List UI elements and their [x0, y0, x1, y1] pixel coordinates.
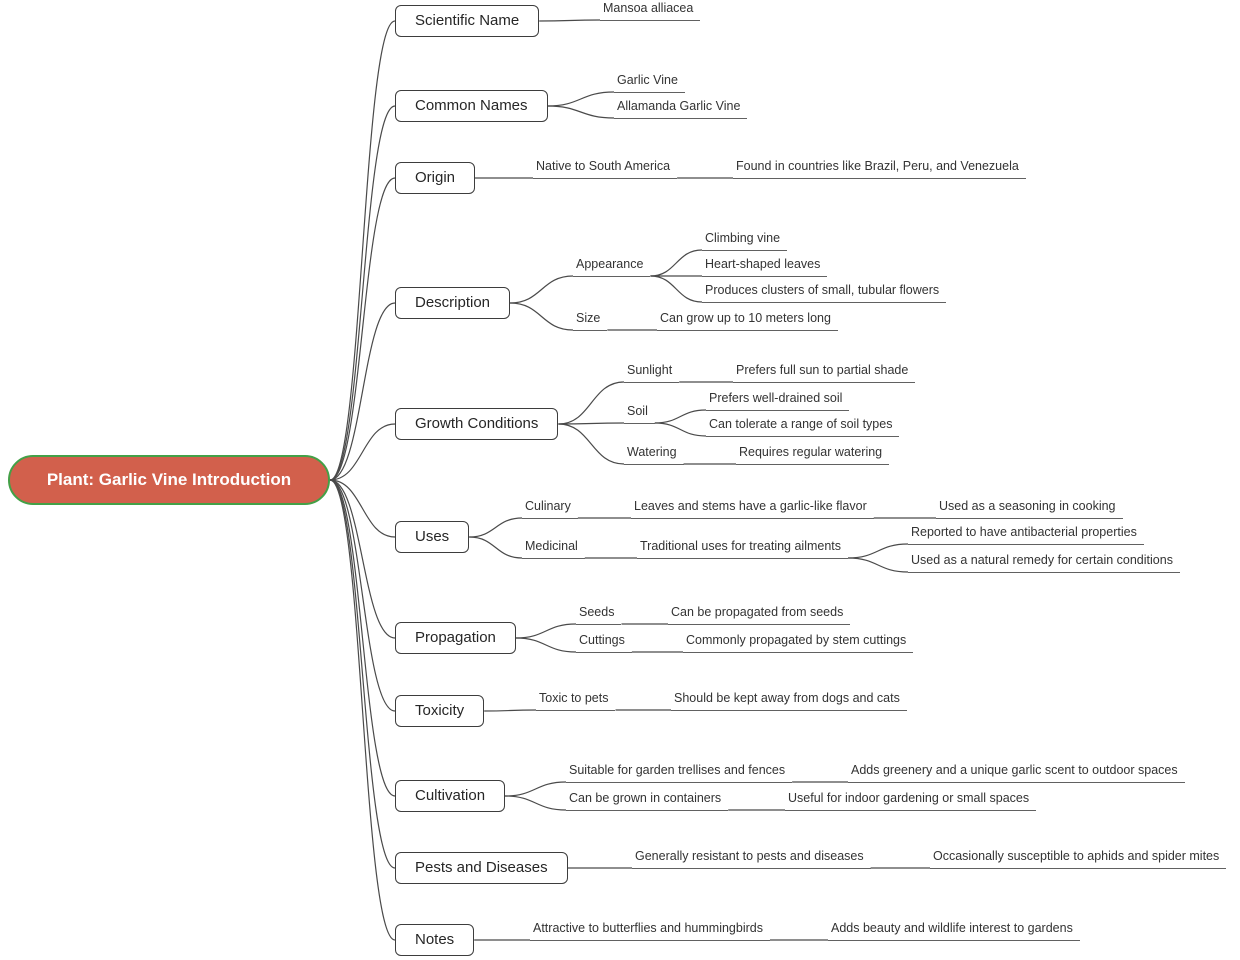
- link-path: [515, 637, 577, 653]
- branch-notes[interactable]: Notes: [395, 924, 475, 956]
- node-well-drained-soil[interactable]: Prefers well-drained soil: [706, 391, 850, 411]
- node-sunlight[interactable]: Sunlight: [624, 363, 680, 383]
- node-beauty-wildlife[interactable]: Adds beauty and wildlife interest to gar…: [828, 921, 1080, 941]
- node-soil[interactable]: Soil: [624, 404, 655, 424]
- link-path: [650, 249, 703, 277]
- branch-common-names[interactable]: Common Names: [395, 90, 548, 122]
- branch-cultivation[interactable]: Cultivation: [395, 780, 506, 812]
- node-trellises-fences[interactable]: Suitable for garden trellises and fences: [566, 763, 793, 783]
- branch-scientific-name[interactable]: Scientific Name: [395, 5, 540, 37]
- link-path: [484, 709, 537, 712]
- node-regular-watering[interactable]: Requires regular watering: [736, 445, 890, 465]
- node-medicinal[interactable]: Medicinal: [522, 539, 585, 559]
- node-soil-types[interactable]: Can tolerate a range of soil types: [706, 417, 900, 437]
- node-greenery-garlic-scent[interactable]: Adds greenery and a unique garlic scent …: [848, 763, 1185, 783]
- node-garlic-vine[interactable]: Garlic Vine: [614, 73, 685, 93]
- node-butterflies-hummingbirds[interactable]: Attractive to butterflies and hummingbir…: [530, 921, 770, 941]
- root-node[interactable]: Plant: Garlic Vine Introduction: [8, 455, 330, 505]
- branch-pests-diseases[interactable]: Pests and Diseases: [395, 852, 568, 884]
- node-resistant-pests-diseases[interactable]: Generally resistant to pests and disease…: [632, 849, 871, 869]
- node-propagated-from-seeds[interactable]: Can be propagated from seeds: [668, 605, 851, 625]
- branch-description[interactable]: Description: [395, 287, 511, 319]
- link-path: [329, 479, 396, 538]
- node-climbing-vine[interactable]: Climbing vine: [702, 231, 788, 251]
- link-path: [654, 409, 707, 424]
- branch-origin[interactable]: Origin: [395, 162, 476, 194]
- node-native-south-america[interactable]: Native to South America: [533, 159, 678, 179]
- node-allamanda-garlic-vine[interactable]: Allamanda Garlic Vine: [614, 99, 748, 119]
- link-path: [510, 302, 574, 331]
- link-path: [329, 423, 396, 481]
- node-indoor-gardening[interactable]: Useful for indoor gardening or small spa…: [785, 791, 1037, 811]
- link-path: [654, 422, 707, 437]
- branch-uses[interactable]: Uses: [395, 521, 470, 553]
- link-path: [547, 105, 615, 119]
- branch-toxicity[interactable]: Toxicity: [395, 695, 485, 727]
- link-path: [329, 479, 396, 639]
- node-antibacterial-properties[interactable]: Reported to have antibacterial propertie…: [908, 525, 1144, 545]
- link-path: [558, 422, 625, 425]
- link-path: [329, 20, 396, 481]
- branch-propagation[interactable]: Propagation: [395, 622, 516, 654]
- node-natural-remedy[interactable]: Used as a natural remedy for certain con…: [908, 553, 1180, 573]
- link-path: [329, 105, 396, 481]
- node-garlic-like-flavor[interactable]: Leaves and stems have a garlic-like flav…: [631, 499, 874, 519]
- link-path: [547, 91, 615, 107]
- link-path: [848, 543, 909, 559]
- link-path: [329, 479, 396, 869]
- node-appearance[interactable]: Appearance: [573, 257, 651, 277]
- node-seasoning-in-cooking[interactable]: Used as a seasoning in cooking: [936, 499, 1123, 519]
- link-path: [329, 479, 396, 797]
- link-path: [650, 275, 703, 303]
- node-culinary[interactable]: Culinary: [522, 499, 578, 519]
- node-toxic-to-pets[interactable]: Toxic to pets: [536, 691, 616, 711]
- link-path: [558, 423, 625, 465]
- node-full-sun-partial-shade[interactable]: Prefers full sun to partial shade: [733, 363, 916, 383]
- node-countries-brazil-peru-venezuela[interactable]: Found in countries like Brazil, Peru, an…: [733, 159, 1026, 179]
- node-aphids-spider-mites[interactable]: Occasionally susceptible to aphids and s…: [930, 849, 1227, 869]
- branch-growth-conditions[interactable]: Growth Conditions: [395, 408, 559, 440]
- node-keep-away-dogs-cats[interactable]: Should be kept away from dogs and cats: [671, 691, 907, 711]
- link-path: [329, 177, 396, 481]
- link-path: [329, 302, 396, 481]
- node-cuttings[interactable]: Cuttings: [576, 633, 632, 653]
- node-stem-cuttings[interactable]: Commonly propagated by stem cuttings: [683, 633, 914, 653]
- node-watering[interactable]: Watering: [624, 445, 684, 465]
- link-path: [510, 275, 574, 304]
- link-path: [469, 536, 523, 559]
- link-path: [469, 517, 523, 538]
- link-path: [505, 781, 567, 797]
- node-traditional-uses[interactable]: Traditional uses for treating ailments: [637, 539, 849, 559]
- link-path: [558, 381, 625, 425]
- link-path: [329, 479, 396, 712]
- node-tubular-flowers[interactable]: Produces clusters of small, tubular flow…: [702, 283, 947, 303]
- node-grow-10-meters[interactable]: Can grow up to 10 meters long: [657, 311, 838, 331]
- link-path: [848, 557, 909, 573]
- node-size[interactable]: Size: [573, 311, 608, 331]
- link-path: [505, 795, 567, 811]
- link-path: [515, 623, 577, 639]
- node-grown-in-containers[interactable]: Can be grown in containers: [566, 791, 729, 811]
- node-seeds[interactable]: Seeds: [576, 605, 622, 625]
- node-mansoa-alliacea[interactable]: Mansoa alliacea: [600, 1, 701, 21]
- link-path: [329, 479, 396, 941]
- link-path: [539, 19, 601, 22]
- node-heart-shaped-leaves[interactable]: Heart-shaped leaves: [702, 257, 828, 277]
